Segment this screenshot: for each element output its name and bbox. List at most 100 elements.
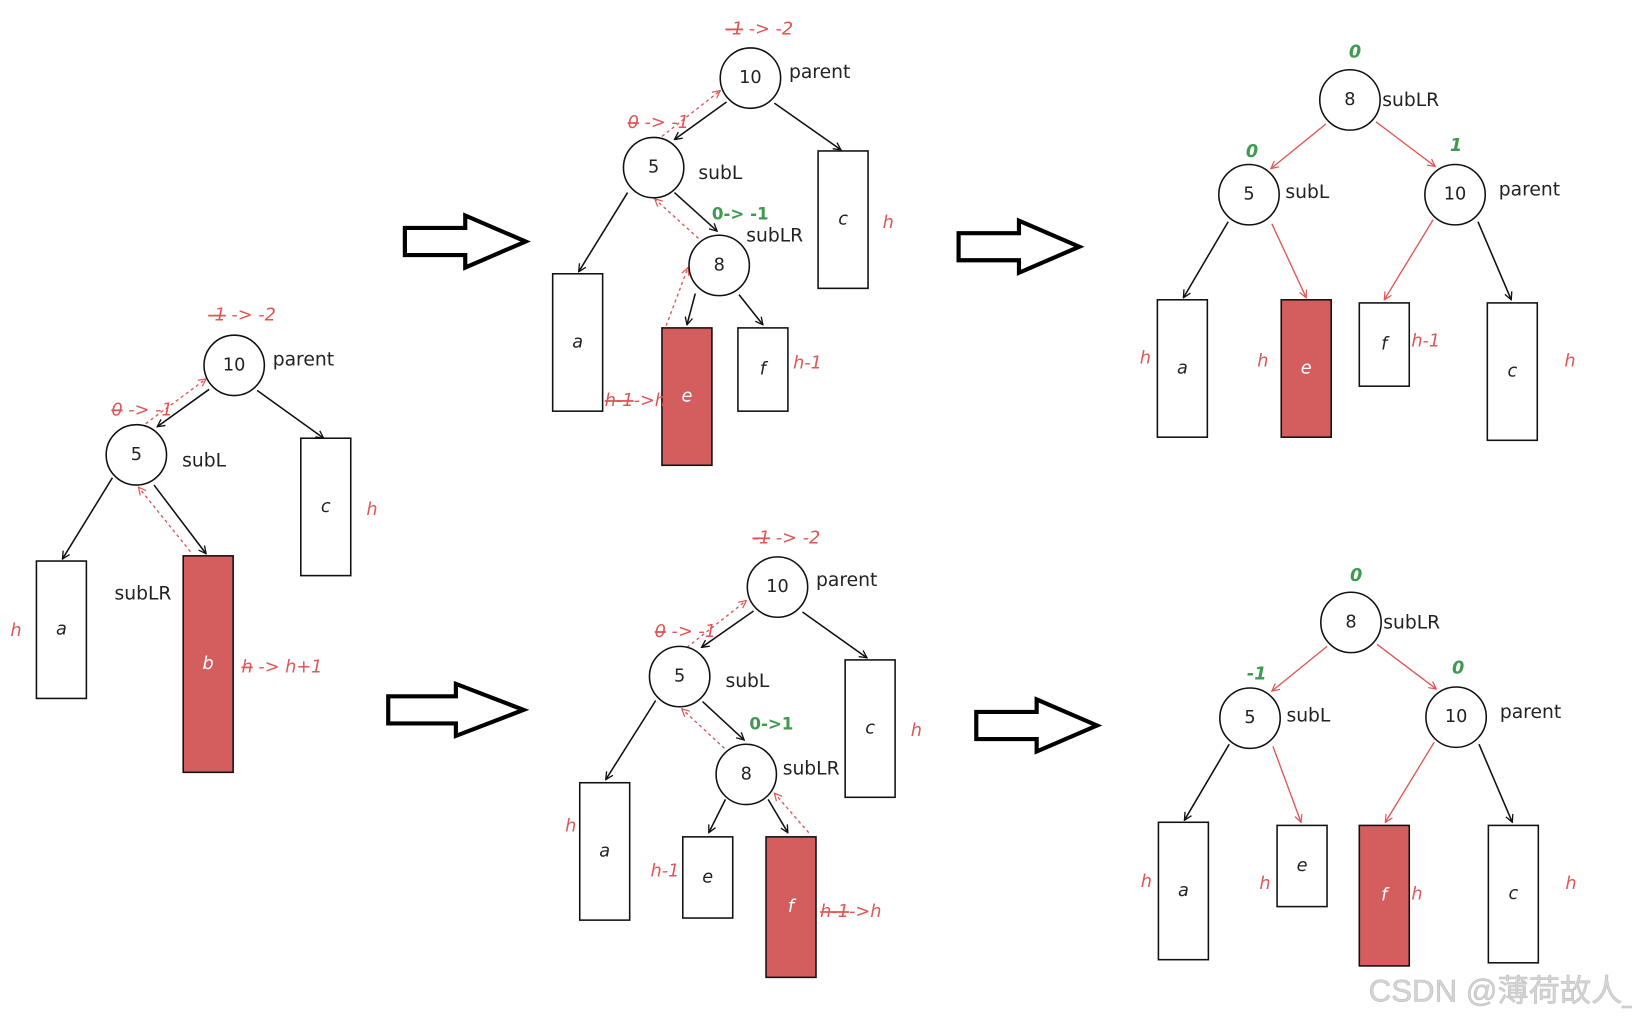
new-balance: -> -2 xyxy=(743,19,793,39)
tree-edge xyxy=(62,477,114,559)
subtree-label: c xyxy=(321,497,331,517)
balance-factor-change: 0 -> -1 xyxy=(628,113,689,133)
old-height: h-1 xyxy=(820,902,849,922)
new-height: h xyxy=(1141,872,1152,892)
subtree-box-c xyxy=(300,437,352,577)
new-height: h xyxy=(565,817,576,837)
node-role-label: parent xyxy=(816,570,877,591)
node-value: 5 xyxy=(131,445,142,465)
subtree-label: f xyxy=(1381,335,1390,355)
node-value: 5 xyxy=(648,158,659,178)
old-balance: 0 xyxy=(111,400,122,420)
transition-arrow-3 xyxy=(956,217,1085,276)
tree-node-10 xyxy=(719,47,782,110)
tree-edge xyxy=(767,798,788,832)
rotated-edge xyxy=(1271,223,1306,298)
old-balance: 0 xyxy=(655,622,666,642)
subtree-height: h -> h+1 xyxy=(241,657,322,677)
tree-edge xyxy=(702,700,745,741)
subtree-box-c xyxy=(1486,302,1539,442)
balance-factor-change: -1 -> -2 xyxy=(208,306,276,326)
tree-node-5 xyxy=(622,136,685,199)
subtree-box-a xyxy=(551,272,604,412)
tree-edge xyxy=(674,101,727,139)
tree-node-10 xyxy=(1425,686,1488,749)
rotated-edge xyxy=(1271,123,1327,169)
balance-update-arrow xyxy=(665,268,688,327)
node-value: 5 xyxy=(1244,708,1255,728)
subtree-label: b xyxy=(203,654,214,674)
tree-node-5 xyxy=(1219,687,1281,750)
balance-factor-change: 0 -> -1 xyxy=(111,400,172,420)
tree-edge xyxy=(708,799,727,832)
tree-node-8 xyxy=(1318,68,1381,131)
subtree-box-e xyxy=(681,836,734,919)
subtree-label: a xyxy=(599,841,610,861)
node-role-label: parent xyxy=(789,62,850,83)
subtree-height: h xyxy=(911,721,922,741)
tree-node-10 xyxy=(1424,163,1487,226)
node-role-label: subLR xyxy=(114,584,171,605)
subtree-box-a xyxy=(578,781,631,921)
balance-factor-final: 0 xyxy=(1246,142,1258,162)
new-height: h-1 xyxy=(651,861,680,881)
rotated-edge xyxy=(1376,643,1436,689)
new-height: h xyxy=(1564,351,1575,371)
new-height: h xyxy=(1259,874,1270,894)
node-value: 8 xyxy=(741,764,752,784)
node-role-label: subL xyxy=(1285,182,1329,203)
balance-factor-change: -1 -> -2 xyxy=(753,528,821,548)
balance-update-arrow xyxy=(655,199,699,239)
new-height: -> h+1 xyxy=(253,657,323,677)
tree-node-8 xyxy=(688,234,751,297)
tree-edge xyxy=(1184,743,1230,820)
new-height: h-1 xyxy=(793,353,822,373)
balance-factor-final: 1 xyxy=(1450,136,1462,156)
subtree-label: a xyxy=(56,620,67,640)
node-value: 10 xyxy=(1444,185,1467,205)
new-height: h xyxy=(10,621,21,641)
balance-factor-final: 0 xyxy=(1349,42,1361,62)
subtree-height: h xyxy=(1140,348,1151,368)
tree-edge xyxy=(1478,743,1512,822)
subtree-label: f xyxy=(788,897,797,917)
tree-edge xyxy=(1477,221,1511,300)
subtree-box-f xyxy=(737,327,789,412)
subtree-box-c xyxy=(844,659,896,799)
rotated-edge xyxy=(1272,645,1328,691)
subtree-height: h xyxy=(1257,351,1268,371)
node-value: 5 xyxy=(1243,185,1254,205)
new-balance: -> -1 xyxy=(639,113,689,133)
old-balance: -1 xyxy=(753,528,771,548)
new-balance: -> -1 xyxy=(666,622,716,642)
balance-update-arrow xyxy=(682,709,725,749)
subtree-label: e xyxy=(702,867,713,887)
subtree-height: h-1 xyxy=(1411,332,1440,352)
subtree-height: h xyxy=(10,621,21,641)
subtree-box-a xyxy=(1156,299,1209,438)
subtree-box-e xyxy=(1276,824,1328,908)
subtree-box-c xyxy=(1487,824,1540,964)
node-value: 8 xyxy=(1344,90,1355,110)
node-role-label: parent xyxy=(1500,702,1561,723)
new-height: h xyxy=(1140,348,1151,368)
subtree-box-e xyxy=(661,327,713,467)
balance-factor-final: 0 xyxy=(1452,658,1464,678)
tree-node-8 xyxy=(715,743,778,806)
tree-node-5 xyxy=(105,423,168,486)
subtree-label: c xyxy=(865,719,875,739)
new-height: h xyxy=(1257,351,1268,371)
subtree-height: h-1->h xyxy=(605,391,666,411)
subtree-box-c xyxy=(817,150,869,290)
subtree-label: c xyxy=(838,210,848,230)
subtree-label: a xyxy=(572,332,583,352)
node-role-label: subL xyxy=(1286,705,1330,726)
new-balance: -> -2 xyxy=(770,528,820,548)
balance-factor-change: 0 -> -1 xyxy=(655,622,716,642)
subtree-height: h xyxy=(1564,351,1575,371)
subtree-box-a xyxy=(1157,821,1210,961)
